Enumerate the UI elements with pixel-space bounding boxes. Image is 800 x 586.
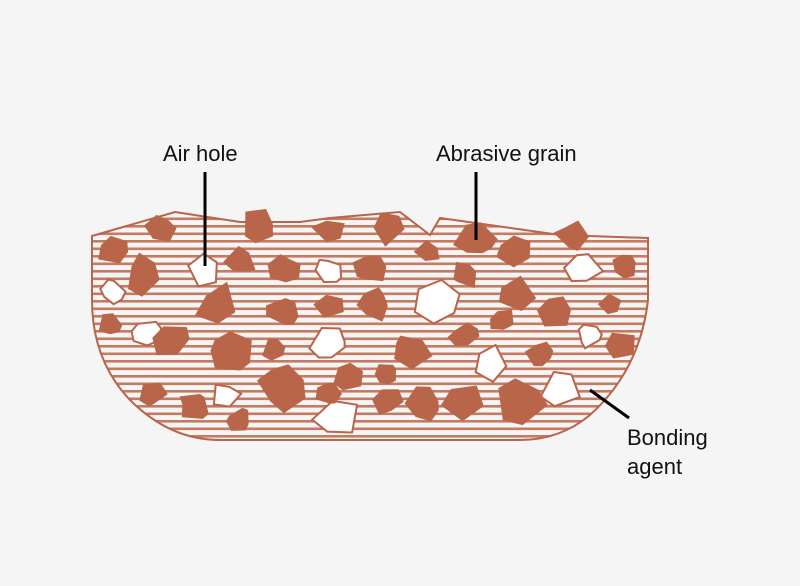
abrasive-grain	[313, 294, 344, 318]
abrasive-grain	[152, 326, 190, 356]
abrasive-grain	[373, 212, 405, 247]
abrasive-grain	[257, 364, 306, 414]
abrasive-grain	[310, 220, 345, 243]
abrasive-grain	[223, 245, 256, 272]
abrasive-grain	[553, 220, 590, 251]
air-hole	[562, 253, 605, 283]
abrasive-grain	[537, 296, 572, 327]
abrasive-grain	[447, 322, 480, 346]
abrasive-grain	[315, 382, 342, 404]
bonding-agent-matrix	[91, 210, 649, 441]
abrasive-grain	[404, 386, 439, 422]
abrasive-grain	[98, 313, 123, 335]
abrasive-grain	[597, 293, 622, 315]
abrasive-grain	[612, 254, 636, 279]
abrasive-grain	[210, 331, 252, 371]
abrasive-grain	[144, 214, 177, 242]
abrasive-grain	[245, 209, 274, 244]
air-hole	[474, 343, 508, 384]
abrasive-grain	[490, 309, 514, 330]
abrasive-grains	[98, 209, 636, 431]
abrasive-grain	[179, 394, 209, 419]
air-hole	[212, 383, 243, 408]
abrasive-grain	[374, 364, 396, 385]
abrasive-grain	[139, 382, 168, 407]
abrasive-grain	[352, 255, 387, 282]
abrasive-grain	[333, 362, 363, 391]
air-holes	[99, 252, 605, 434]
abrasive-grain	[194, 281, 236, 324]
bonding-agent-label-line1: Bonding	[627, 425, 708, 450]
abrasive-grain	[498, 275, 537, 312]
air-hole	[308, 326, 346, 359]
abrasive-grain	[266, 298, 299, 325]
air-hole	[99, 278, 127, 306]
abrasive-grain	[356, 287, 388, 322]
abrasive-grain	[226, 407, 249, 431]
bonding-agent-label-line2: agent	[627, 454, 683, 479]
abrasive-grain	[498, 378, 548, 426]
abrasive-grain	[267, 254, 301, 283]
abrasive-grain	[128, 252, 160, 297]
abrasive-grain-label: Abrasive grain	[436, 141, 577, 166]
air-hole	[310, 399, 359, 434]
abrasive-grain	[413, 240, 440, 261]
air-hole	[539, 370, 582, 408]
abrasive-grain	[372, 389, 404, 415]
air-hole	[314, 258, 343, 284]
air-hole	[577, 323, 603, 350]
abrasive-grain	[496, 235, 531, 268]
abrasive-grain	[440, 385, 484, 422]
abrasive-grain	[98, 235, 129, 264]
air-hole	[413, 278, 461, 325]
abrasive-grain	[262, 338, 286, 361]
abrasive-grain	[453, 261, 477, 289]
abrasive-grain	[394, 335, 433, 370]
abrasive-grain	[604, 332, 635, 359]
air-hole-label: Air hole	[163, 141, 238, 166]
abrasive-grain	[524, 341, 554, 367]
bonding-agent-leader-line	[589, 388, 630, 420]
